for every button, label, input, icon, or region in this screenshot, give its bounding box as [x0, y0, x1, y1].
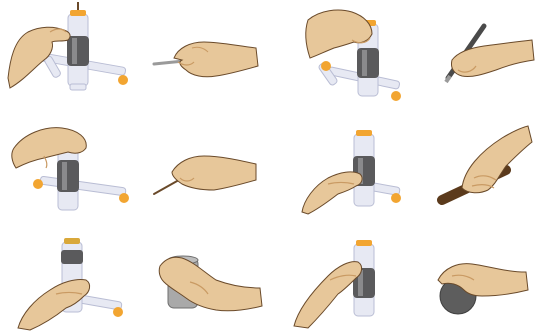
hand-holding-stick-icon — [402, 112, 536, 224]
panel-device-side-grip — [268, 112, 402, 224]
device-with-hand-icon — [0, 0, 134, 112]
panel-writing-tripod — [134, 0, 268, 112]
hand-holding-can-icon — [134, 224, 268, 336]
panel-device-top-grip — [0, 112, 134, 224]
panel-spherical-grip — [402, 224, 536, 336]
panel-device-lateral-grip — [268, 224, 402, 336]
hand-holding-pencil-icon — [134, 112, 268, 224]
panel-device-palmar-top — [268, 0, 402, 112]
device-with-hand-icon — [268, 112, 402, 224]
hand-holding-pen-icon — [134, 0, 268, 112]
panel-pencil-pinch — [134, 112, 268, 224]
device-with-hand-icon — [0, 112, 134, 224]
device-with-hand-icon — [0, 224, 134, 336]
device-with-hand-icon — [268, 0, 402, 112]
panel-device-pinch-top — [0, 0, 134, 112]
panel-power-grip-stick — [402, 112, 536, 224]
panel-brush-grip — [402, 0, 536, 112]
hand-holding-ball-icon — [402, 224, 536, 336]
hand-holding-brush-icon — [402, 0, 536, 112]
panel-can-grip — [134, 224, 268, 336]
device-with-hand-icon — [268, 224, 402, 336]
panel-device-cylinder-grip — [0, 224, 134, 336]
